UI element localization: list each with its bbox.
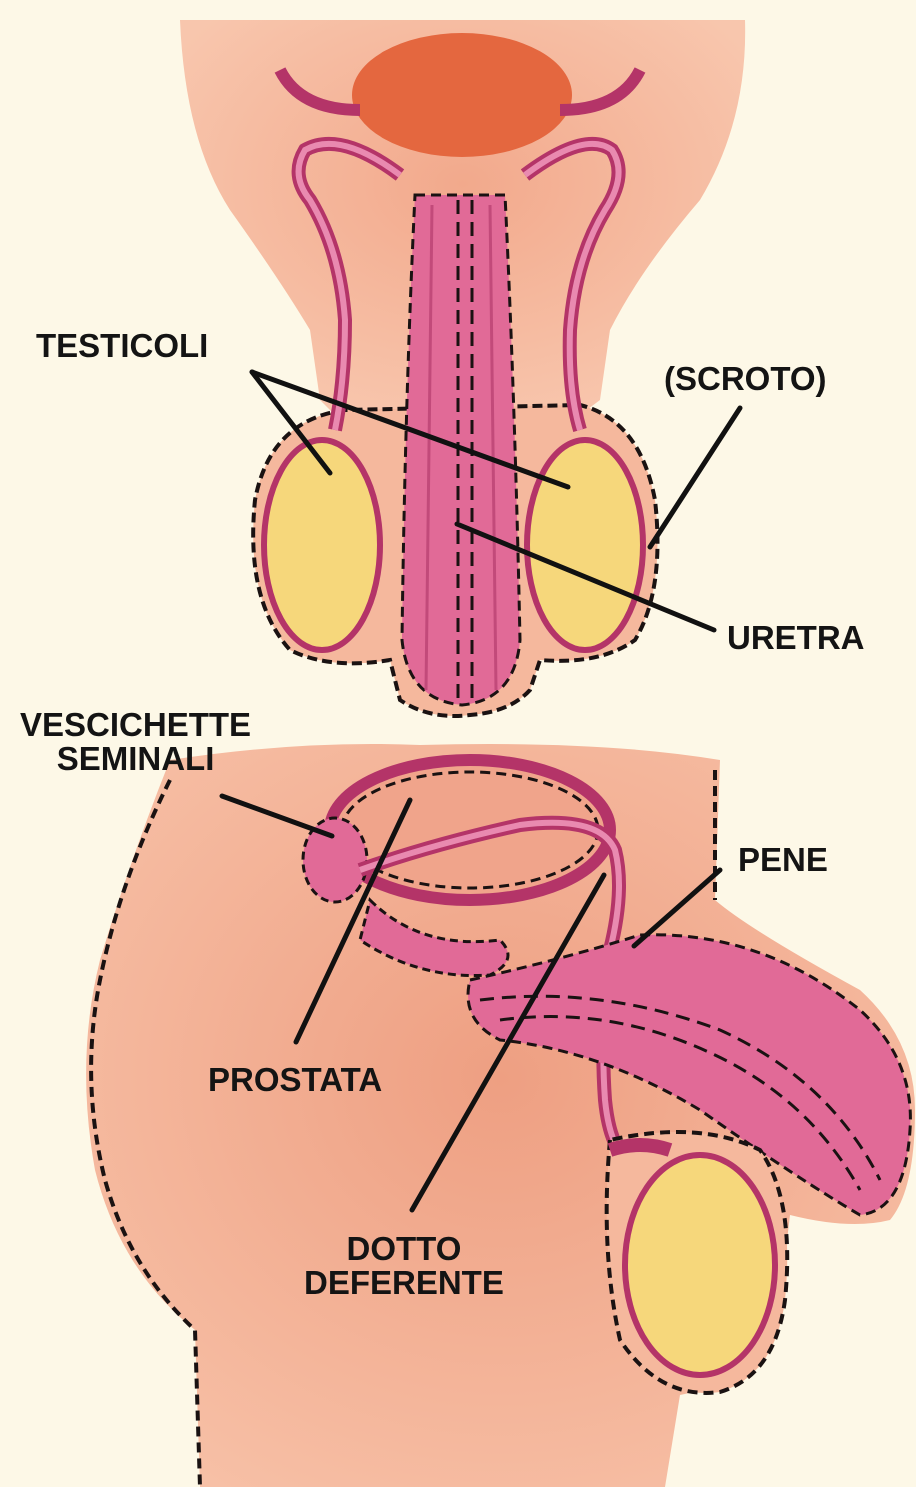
label-dotto-deferente: DOTTO DEFERENTE: [304, 1232, 504, 1300]
testicle-right: [527, 440, 643, 650]
label-uretra: URETRA: [727, 621, 865, 655]
label-pene: PENE: [738, 843, 828, 877]
label-testicoli: TESTICOLI: [36, 329, 208, 363]
bladder: [352, 33, 572, 157]
testicle-left: [264, 440, 380, 650]
front-view: [180, 20, 745, 716]
label-dotto-line1: DOTTO: [304, 1232, 504, 1266]
label-vescichette-line1: VESCICHETTE: [20, 708, 251, 742]
side-testicle: [625, 1155, 775, 1375]
label-vescichette-seminali: VESCICHETTE SEMINALI: [20, 708, 251, 776]
label-scroto: (SCROTO): [664, 362, 827, 396]
leader-scroto: [650, 408, 740, 547]
label-dotto-line2: DEFERENTE: [304, 1266, 504, 1300]
label-vescichette-line2: SEMINALI: [20, 742, 251, 776]
label-prostata: PROSTATA: [208, 1063, 382, 1097]
